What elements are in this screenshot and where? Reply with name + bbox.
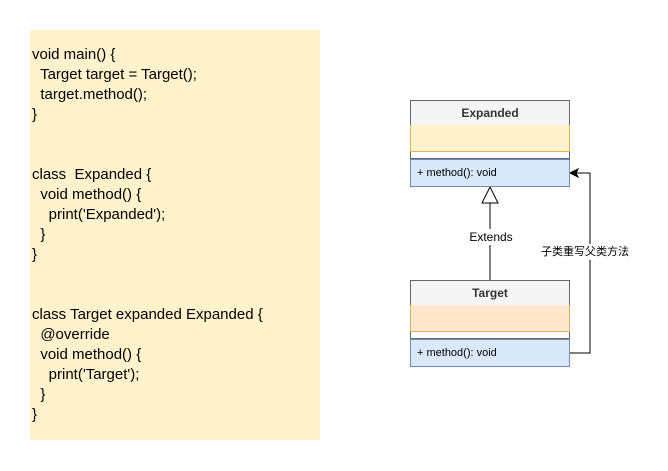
method-signature: + method(): void [417, 167, 497, 179]
override-arrowhead [568, 167, 580, 179]
override-line [570, 172, 591, 354]
code-line: } [32, 246, 38, 263]
code-line: class Expanded { [32, 166, 152, 183]
class-title: Target [410, 280, 570, 306]
code-line: print('Expanded'); [32, 206, 166, 223]
code-line: void method() { [32, 346, 142, 363]
code-panel: void main() { Target target = Target(); … [30, 30, 320, 440]
class-method: + method(): void [410, 339, 570, 367]
code-line: print('Target'); [32, 366, 140, 383]
class-attributes [410, 125, 570, 152]
class-method: + method(): void [410, 159, 570, 187]
inheritance-arrowhead [481, 185, 499, 204]
code-line: } [32, 406, 38, 423]
class-separator [410, 332, 570, 339]
class-attributes [410, 305, 570, 332]
code-line: } [32, 226, 46, 243]
code-line: target.method(); [32, 86, 148, 103]
method-signature: + method(): void [417, 347, 497, 359]
code-line: class Target expanded Expanded { [32, 306, 263, 323]
code-line: Target target = Target(); [32, 66, 197, 83]
class-separator [410, 152, 570, 159]
extends-label: Extends [461, 229, 521, 245]
code-line: @override [32, 326, 110, 343]
code-line: void main() { [32, 46, 116, 63]
code-line: } [32, 386, 46, 403]
code-line: void method() { [32, 186, 142, 203]
code-line: } [32, 106, 38, 123]
override-label: 子类重写父类方法 [541, 244, 629, 260]
class-title: Expanded [410, 100, 570, 126]
